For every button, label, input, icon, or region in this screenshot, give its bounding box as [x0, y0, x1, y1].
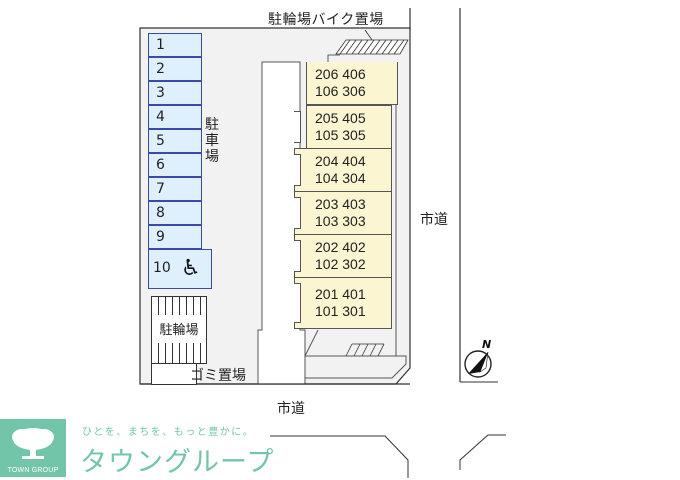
parking-space-3[interactable]: 3 [148, 81, 202, 105]
road-right-label: 市道 [420, 212, 448, 228]
road-lower-left [270, 435, 409, 478]
compass-north-icon [464, 350, 492, 378]
bike-parking-top-label: 駐輪場バイク置場 [268, 12, 384, 28]
parking-space-9[interactable]: 9 [148, 225, 202, 249]
parking-space-8[interactable]: 8 [148, 201, 202, 225]
parking-space-1[interactable]: 1 [148, 33, 202, 57]
parking-space-2[interactable]: 2 [148, 57, 202, 81]
parking-space-4[interactable]: 4 [148, 105, 202, 129]
parking-space-5[interactable]: 5 [148, 129, 202, 153]
parking-space-6[interactable]: 6 [148, 153, 202, 177]
bottom-hatch [345, 343, 385, 357]
bike-parking-top-hatch [327, 29, 409, 62]
slogan: ひとを、まちを、もっと豊かに。 [82, 427, 255, 438]
bicycle-parking: 駐輪場 [151, 296, 207, 364]
garbage-area [151, 363, 167, 385]
north-label: N [482, 338, 492, 351]
brand-name: タウングループ [80, 447, 275, 478]
road-lower-right [459, 434, 506, 470]
town-group-logo: TOWN GROUP [0, 419, 66, 477]
garbage-label: ゴミ置場 [190, 368, 246, 384]
tree-icon [12, 428, 54, 459]
wheelchair-icon: ♿ [181, 256, 201, 281]
parking-space-10-accessible[interactable]: 10 ♿ [148, 249, 212, 289]
parking-space-7[interactable]: 7 [148, 177, 202, 201]
road-bottom-label: 市道 [277, 401, 305, 417]
car-parking-label: 駐車場 [205, 117, 219, 165]
